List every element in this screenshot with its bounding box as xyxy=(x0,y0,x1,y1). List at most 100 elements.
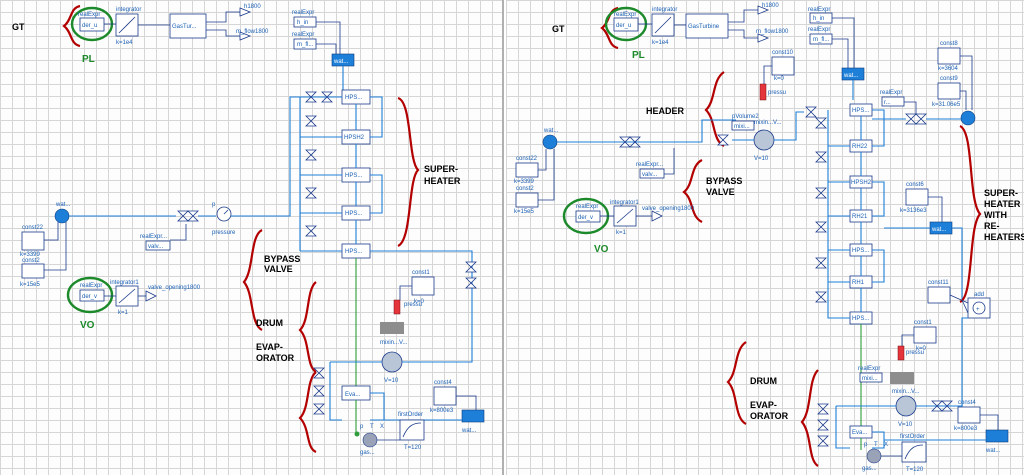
mixing-volume[interactable]: V=10 xyxy=(895,395,917,428)
realexpr-vo-block[interactable]: realExpr der_v xyxy=(575,204,601,223)
const4-block[interactable]: const4 k=800e3 xyxy=(430,380,457,414)
valve-icon[interactable] xyxy=(815,221,827,233)
const11-block[interactable]: const11 xyxy=(927,280,951,304)
bypass-valve[interactable] xyxy=(177,210,199,222)
svg-text:k=15e5: k=15e5 xyxy=(20,282,41,288)
valve-icon[interactable] xyxy=(815,117,827,129)
realexpr-h-block[interactable]: realExpr h_in xyxy=(808,7,833,24)
evaporator-block[interactable]: Eva... xyxy=(341,385,371,401)
water-source-top[interactable]: wat... xyxy=(841,67,865,81)
reheater-valve-icon[interactable] xyxy=(905,113,917,125)
valve-icon[interactable] xyxy=(305,115,317,127)
vo-label: VO xyxy=(80,320,95,331)
integrator1-block[interactable]: integrator1 k=1 xyxy=(110,280,139,316)
add-block[interactable]: add + xyxy=(967,292,991,319)
realexpr-valve-block[interactable]: realExpr... valv... xyxy=(636,162,665,179)
evap-valve-icon[interactable] xyxy=(817,403,829,415)
drum-outlet-valve-icon[interactable] xyxy=(931,400,943,412)
svg-text:RH22: RH22 xyxy=(852,144,868,150)
const10-block[interactable]: const10 k=0 xyxy=(771,50,795,82)
valve-icon[interactable] xyxy=(305,225,317,237)
evap-valve-icon[interactable] xyxy=(313,385,325,397)
bypass-valve[interactable] xyxy=(619,136,641,148)
const4-block[interactable]: const4 k=800e3 xyxy=(954,400,981,432)
pressure-relief-valve[interactable]: pressu xyxy=(897,345,924,361)
mixing-volume-label: mixin...V... xyxy=(380,340,408,346)
drum-outlet-valve-icon-2[interactable] xyxy=(941,400,953,412)
gas-sensor[interactable]: p T X gas... xyxy=(862,442,888,472)
header-valve-icon[interactable] xyxy=(717,134,729,146)
const1-block[interactable]: const1 k=0 xyxy=(913,320,937,352)
drum-label: DRUM xyxy=(750,376,777,386)
const2-block[interactable]: const2 k=15e5 xyxy=(514,186,539,215)
water-sink-bottom[interactable]: wat... xyxy=(985,429,1009,454)
evap-valve-icon[interactable] xyxy=(817,435,829,447)
pressure-relief-valve[interactable]: pressu xyxy=(393,299,422,315)
svg-text:GasTurbine: GasTurbine xyxy=(688,24,720,30)
gas-turbine-block[interactable]: GasTur... xyxy=(169,13,207,39)
evaporator-block[interactable]: Eva... xyxy=(849,425,873,439)
const22-block[interactable]: const22 k=3399 xyxy=(514,156,539,185)
pressure-sensor[interactable]: pressure p xyxy=(212,202,236,236)
realexpr-top-block[interactable]: realExpr der_u xyxy=(78,12,105,32)
water-source-mid[interactable]: wat... xyxy=(929,221,953,235)
valve-icon[interactable] xyxy=(305,91,317,103)
const2-block[interactable]: const2 k=15e5 xyxy=(20,258,45,288)
valve-icon[interactable] xyxy=(305,149,317,161)
pvolume2-block[interactable]: pVolume2 mixi... xyxy=(731,114,759,131)
drum-outlet-valve-icon[interactable] xyxy=(465,261,477,273)
integrator-block[interactable]: integrator k=1e4 xyxy=(651,7,677,46)
evap-valve-icon[interactable] xyxy=(313,367,325,379)
gt-label: GT xyxy=(12,22,25,32)
evap-valve-icon[interactable] xyxy=(313,403,325,415)
gas-sensor[interactable]: p T X gas... xyxy=(360,424,384,456)
valve-icon[interactable] xyxy=(815,151,827,163)
header-valve-icon-2[interactable] xyxy=(805,106,817,118)
const22-block[interactable]: const22 k=3399 xyxy=(20,225,45,258)
valve-icon[interactable] xyxy=(815,187,827,199)
gas-turbine-block[interactable]: GasTurbine xyxy=(685,13,729,39)
valve-icon[interactable] xyxy=(305,187,317,199)
valve-icon[interactable] xyxy=(815,257,827,269)
drum-outlet-valve-icon-2[interactable] xyxy=(465,277,477,289)
pressure-relief-valve-header[interactable]: pressu xyxy=(759,83,786,101)
water-sink-right[interactable] xyxy=(960,110,976,126)
realexpr-m-block[interactable]: realExpr m_fl... xyxy=(292,32,317,50)
realexpr-valve-block[interactable]: realExpr... valv... xyxy=(140,234,171,251)
evap-valve-icon[interactable] xyxy=(817,419,829,431)
bypass-valve-label-1: BYPASS xyxy=(264,254,300,264)
const6-block[interactable]: const6 k=3136e3 xyxy=(900,182,929,214)
first-order-block[interactable]: firstOrder T=120 xyxy=(398,412,425,451)
realexpr-vo-block[interactable]: realExpr der_v xyxy=(79,283,105,302)
superheater-valves xyxy=(305,91,333,237)
reheater-valve-icon-2[interactable] xyxy=(915,113,927,125)
const9-block[interactable]: const9 k=31.06e5 xyxy=(932,76,961,108)
header-mixing-volume[interactable]: mixin...V... V=10 xyxy=(753,120,782,162)
drum-valve-icon[interactable] xyxy=(380,322,404,334)
realexpr-h-block[interactable]: realExpr h_in xyxy=(292,10,317,28)
realexpr-m-block[interactable]: realExpr m_fl... xyxy=(808,27,833,45)
svg-text:T=120: T=120 xyxy=(404,445,422,451)
integrator1-block[interactable]: integrator1 k=1 xyxy=(610,200,639,236)
realexpr-top-block[interactable]: realExpr der_u xyxy=(613,12,639,32)
bypass-valve-brace xyxy=(242,229,263,331)
realexpr-b-block[interactable]: realExpr mixi... xyxy=(858,366,883,383)
svg-text:T=120: T=120 xyxy=(906,467,924,473)
const8-block[interactable]: const8 k=3604 xyxy=(937,41,961,72)
valve-icon[interactable] xyxy=(321,91,333,103)
water-pump-left[interactable]: wat... xyxy=(54,202,71,224)
svg-text:der_u: der_u xyxy=(82,23,97,29)
realexpr-r-block[interactable]: realExpr r... xyxy=(880,90,905,107)
valve-icon[interactable] xyxy=(815,291,827,303)
water-pump-left[interactable]: wat... xyxy=(542,128,559,150)
evaporator-brace xyxy=(800,369,819,467)
svg-text:HPS...: HPS... xyxy=(345,95,363,101)
water-source-top[interactable]: wat... xyxy=(331,53,355,67)
integrator-block[interactable]: integrator k=1e4 xyxy=(115,7,141,46)
const1-block[interactable]: const1 k=0 xyxy=(411,270,435,305)
mixing-volume[interactable]: V=10 xyxy=(381,351,403,384)
first-order-block[interactable]: firstOrder T=120 xyxy=(900,434,927,473)
drum-valve-icon[interactable] xyxy=(890,372,914,384)
left-diagram-canvas: GT PL realExpr der_u integrator k=1e4 Ga… xyxy=(12,4,485,456)
water-sink-bottom[interactable]: wat... xyxy=(461,409,485,434)
